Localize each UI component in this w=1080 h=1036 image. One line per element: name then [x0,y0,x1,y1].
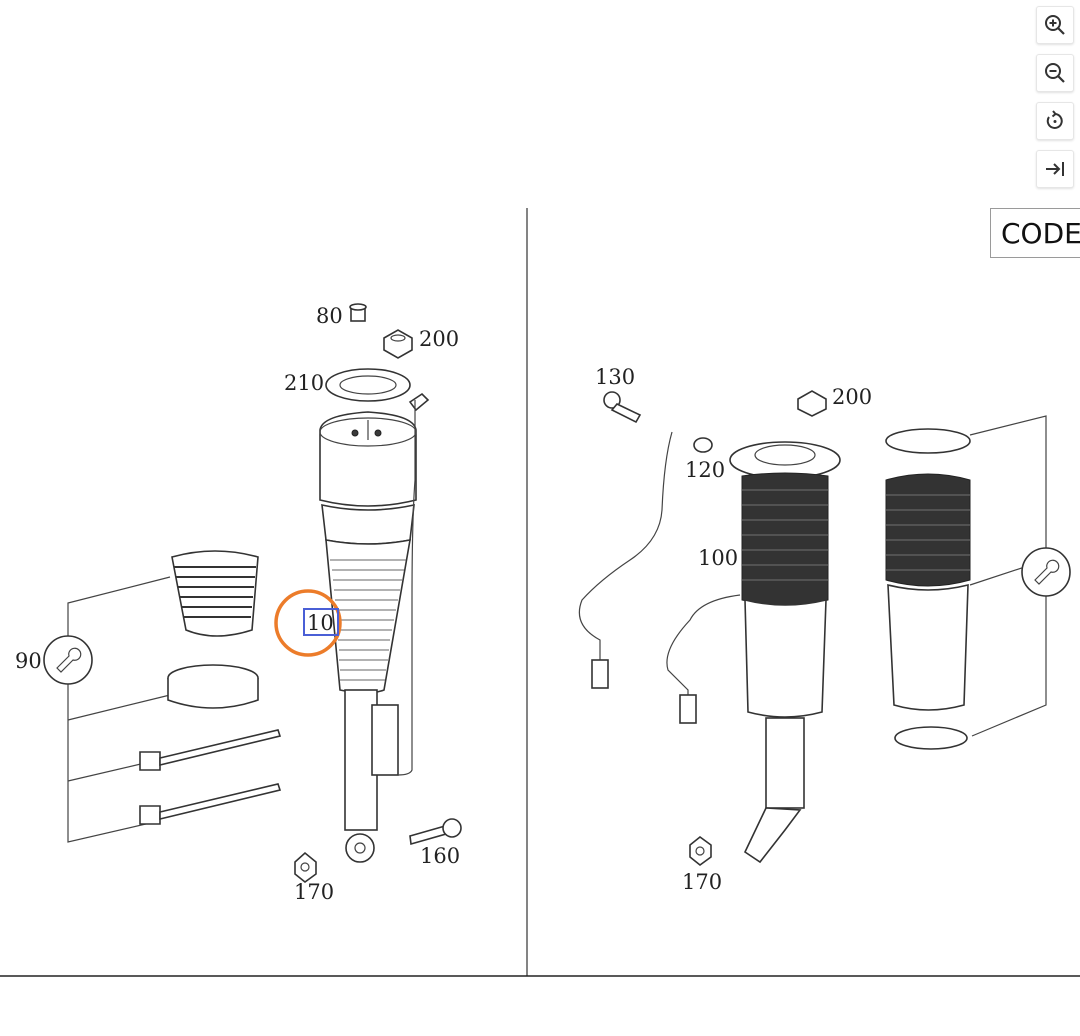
bellows-kit[interactable] [885,415,1071,750]
zoom-out-button[interactable] [1036,54,1074,92]
code-button-label: CODE [1001,216,1080,250]
callout-200-left[interactable]: 200 [419,327,459,351]
front-air-strut-assembly[interactable] [319,303,430,863]
repair-kit-90[interactable] [43,550,282,843]
selected-callout-box[interactable] [303,608,339,636]
callout-130[interactable]: 130 [595,365,635,389]
seal-120[interactable] [693,437,713,453]
highlight-circle [274,589,342,657]
zoom-out-icon [1045,63,1065,83]
rotate-reset-icon [1046,110,1063,129]
nut-170-left[interactable] [294,851,317,884]
rear-air-strut-100[interactable] [729,441,841,864]
callout-10[interactable]: 10 [307,611,334,635]
bolt-160[interactable] [409,818,462,846]
callout-90[interactable]: 90 [15,649,42,673]
callout-80[interactable]: 80 [316,304,343,328]
viewer-toolbar [1036,6,1076,198]
bolt-130[interactable] [603,391,642,424]
arrow-right-bar-icon [1046,162,1064,176]
nut-170-right[interactable] [689,835,712,867]
nut-200-right[interactable] [797,390,827,417]
callout-170-right[interactable]: 170 [682,870,722,894]
callout-210[interactable]: 210 [284,371,324,395]
hose-line-2[interactable] [666,594,741,720]
callout-200-right[interactable]: 200 [832,385,872,409]
reset-view-button[interactable] [1036,102,1074,140]
callout-170-left[interactable]: 170 [294,880,334,904]
bolt-80[interactable] [349,303,367,322]
code-button[interactable]: CODE [990,208,1080,258]
callout-100[interactable]: 100 [698,546,738,570]
callout-120[interactable]: 120 [685,458,725,482]
expand-panel-button[interactable] [1036,150,1074,188]
zoom-in-icon [1045,15,1065,35]
zoom-in-button[interactable] [1036,6,1074,44]
hose-line-1[interactable] [578,431,673,680]
callout-160[interactable]: 160 [420,844,460,868]
nut-200-left[interactable] [383,329,413,359]
